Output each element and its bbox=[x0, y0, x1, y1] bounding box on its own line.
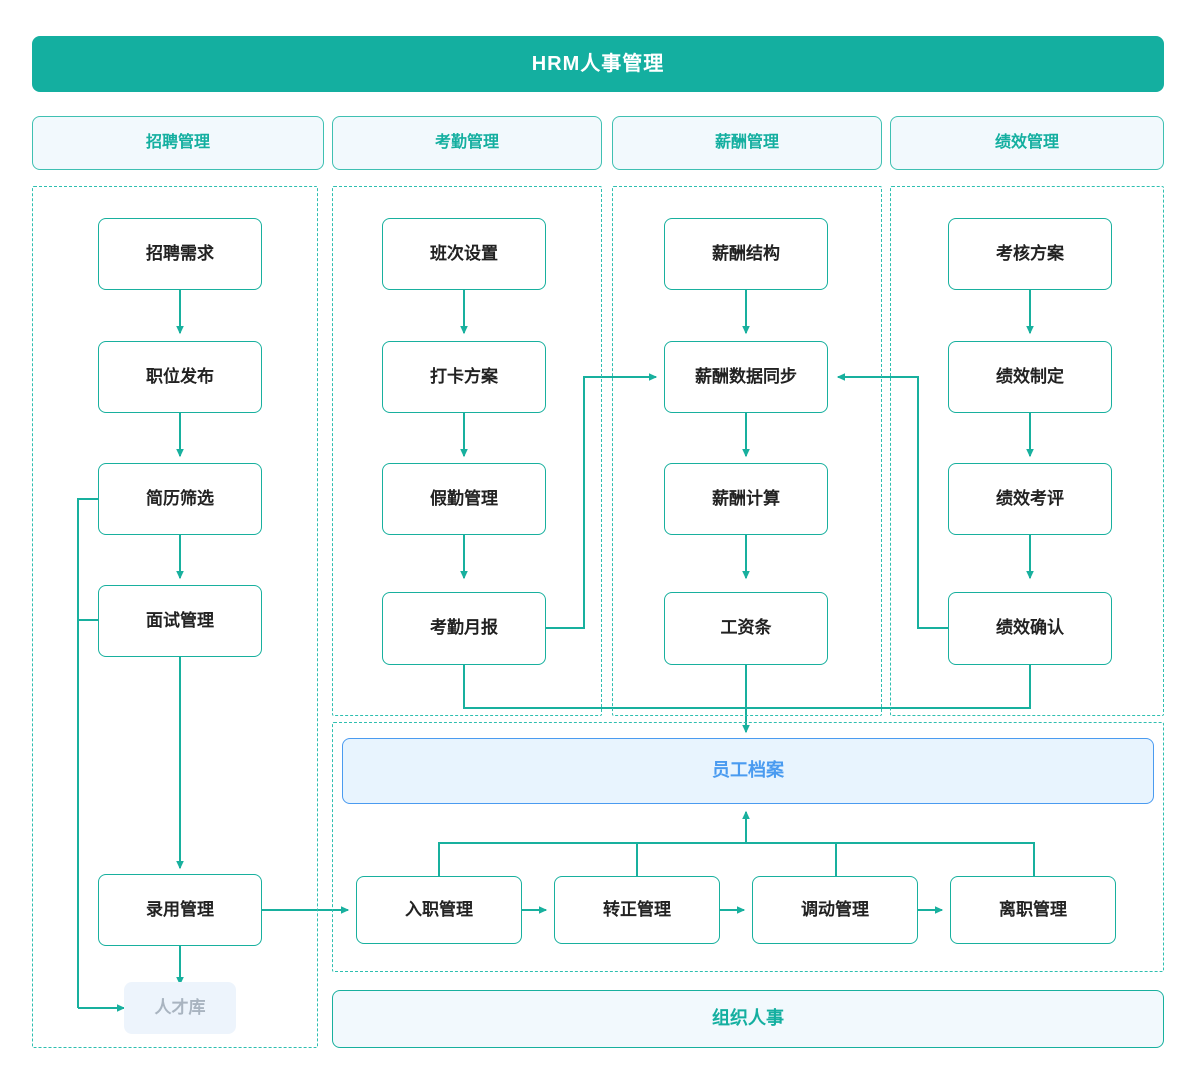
node-leave-management[interactable]: 假勤管理 bbox=[382, 463, 546, 535]
node-payroll-data-sync[interactable]: 薪酬数据同步 bbox=[664, 341, 828, 413]
node-transfer-management[interactable]: 调动管理 bbox=[752, 876, 918, 944]
tab-payroll[interactable]: 薪酬管理 bbox=[612, 116, 882, 170]
node-employee-record[interactable]: 员工档案 bbox=[342, 738, 1154, 804]
node-interview-management[interactable]: 面试管理 bbox=[98, 585, 262, 657]
node-resume-screening[interactable]: 简历筛选 bbox=[98, 463, 262, 535]
node-salary-structure[interactable]: 薪酬结构 bbox=[664, 218, 828, 290]
node-assessment-plan[interactable]: 考核方案 bbox=[948, 218, 1112, 290]
node-performance-planning[interactable]: 绩效制定 bbox=[948, 341, 1112, 413]
node-resignation-management[interactable]: 离职管理 bbox=[950, 876, 1116, 944]
region-employee-lifecycle bbox=[332, 722, 1164, 972]
tab-attendance[interactable]: 考勤管理 bbox=[332, 116, 602, 170]
node-recruitment-demand[interactable]: 招聘需求 bbox=[98, 218, 262, 290]
tab-performance[interactable]: 绩效管理 bbox=[890, 116, 1164, 170]
region-attendance bbox=[332, 186, 602, 716]
region-payroll bbox=[612, 186, 882, 716]
node-hiring-management[interactable]: 录用管理 bbox=[98, 874, 262, 946]
node-org-personnel[interactable]: 组织人事 bbox=[332, 990, 1164, 1048]
node-job-posting[interactable]: 职位发布 bbox=[98, 341, 262, 413]
page-title: HRM人事管理 bbox=[32, 36, 1164, 92]
node-performance-evaluation[interactable]: 绩效考评 bbox=[948, 463, 1112, 535]
region-recruitment bbox=[32, 186, 318, 1048]
tab-recruitment[interactable]: 招聘管理 bbox=[32, 116, 324, 170]
node-payslip[interactable]: 工资条 bbox=[664, 592, 828, 665]
node-attendance-monthly-report[interactable]: 考勤月报 bbox=[382, 592, 546, 665]
node-talent-pool[interactable]: 人才库 bbox=[124, 982, 236, 1034]
node-regularization-management[interactable]: 转正管理 bbox=[554, 876, 720, 944]
node-performance-confirmation[interactable]: 绩效确认 bbox=[948, 592, 1112, 665]
node-salary-calculation[interactable]: 薪酬计算 bbox=[664, 463, 828, 535]
node-shift-setting[interactable]: 班次设置 bbox=[382, 218, 546, 290]
region-performance bbox=[890, 186, 1164, 716]
node-clock-in-scheme[interactable]: 打卡方案 bbox=[382, 341, 546, 413]
node-onboarding-management[interactable]: 入职管理 bbox=[356, 876, 522, 944]
